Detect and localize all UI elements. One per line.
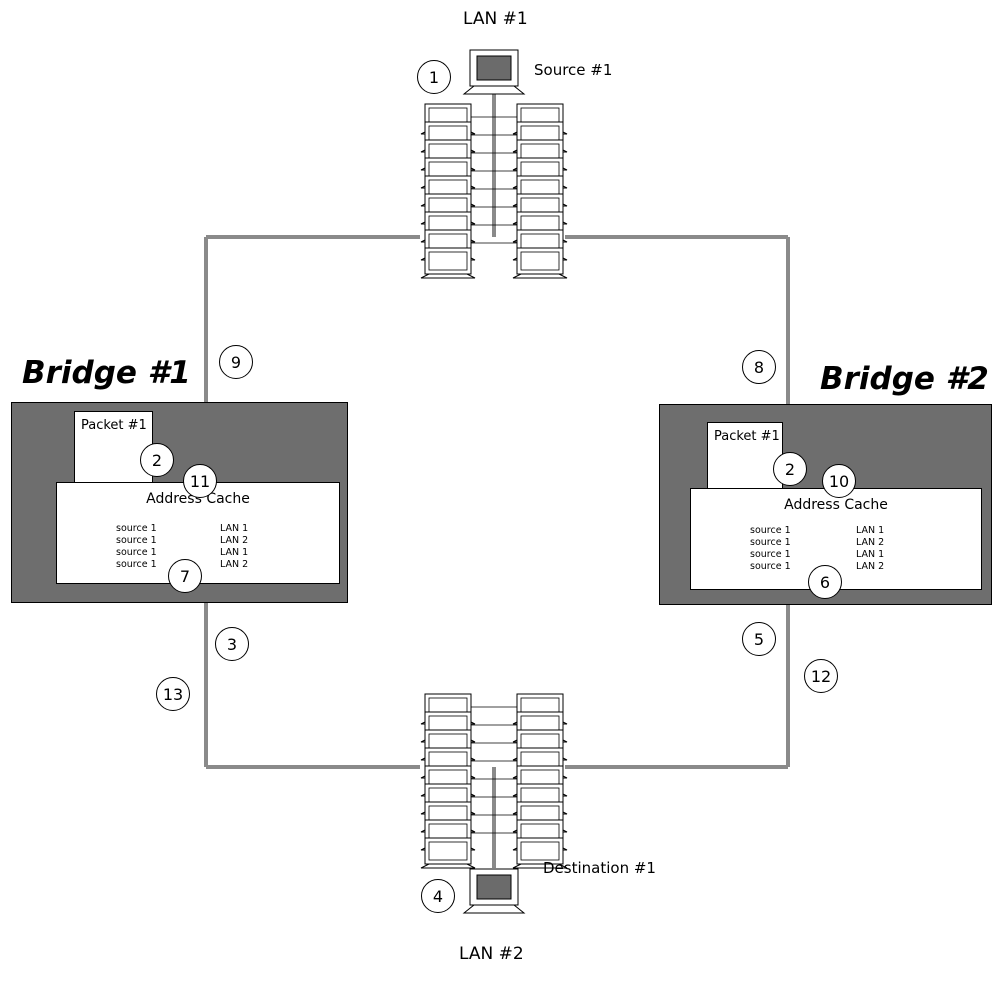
bridge1-box: Packet #1 Address Cache source 1 source …	[11, 402, 348, 603]
lan1-segment	[420, 103, 568, 279]
bridge2-packet: Packet #1	[707, 422, 783, 492]
bridge1-address-cache: Address Cache source 1 source 1 source 1…	[56, 482, 340, 584]
cache-entry-source: source 1	[116, 523, 157, 534]
cache-entry-source: source 1	[750, 537, 791, 548]
cache-entry-lan: LAN 1	[220, 523, 249, 534]
step-10-marker: 10	[822, 464, 856, 498]
hub-unit-base	[420, 273, 476, 279]
bridge2-cache-title: Address Cache	[784, 497, 888, 513]
step-12-marker: 12	[804, 659, 838, 693]
hub-unit-screen	[520, 841, 560, 861]
cache-entry-source: source 1	[116, 547, 157, 558]
cache-entry-source: source 1	[750, 525, 791, 536]
keyboard	[462, 904, 526, 914]
bridge1-cache-lans: LAN 1 LAN 2 LAN 1 LAN 2	[220, 523, 248, 571]
source-computer-icon	[462, 49, 526, 95]
lan2-label: LAN #2	[459, 944, 524, 964]
step-4-marker: 4	[421, 879, 455, 913]
step-6-marker: 6	[808, 565, 842, 599]
bridge2-cache-sources: source 1 source 1 source 1 source 1	[750, 525, 791, 573]
monitor-screen	[476, 874, 512, 900]
bridge1-packet-label: Packet #1	[81, 418, 147, 433]
step-3-marker: 3	[215, 627, 249, 661]
cache-entry-lan: LAN 1	[856, 549, 885, 560]
cache-entry-lan: LAN 2	[220, 559, 249, 570]
lan-ring	[204, 86, 790, 868]
step-2-marker-bridge1: 2	[140, 443, 174, 477]
step-8-marker: 8	[742, 350, 776, 384]
step-1-marker: 1	[417, 60, 451, 94]
cache-entry-lan: LAN 2	[856, 561, 885, 572]
cache-entry-lan: LAN 1	[220, 547, 249, 558]
bridge2-cache-lans: LAN 1 LAN 2 LAN 1 LAN 2	[856, 525, 884, 573]
step-9-marker: 9	[219, 345, 253, 379]
cache-entry-source: source 1	[116, 559, 157, 570]
step-13-marker: 13	[156, 677, 190, 711]
cache-entry-source: source 1	[750, 561, 791, 572]
hub-unit-screen	[428, 841, 468, 861]
hub-unit-base	[512, 273, 568, 279]
bridge1-title: Bridge #1	[22, 355, 191, 391]
cache-entry-lan: LAN 2	[220, 535, 249, 546]
step-5-marker: 5	[742, 622, 776, 656]
lan2-segment	[420, 693, 568, 869]
cache-entry-lan: LAN 1	[856, 525, 885, 536]
bridge1-cache-sources: source 1 source 1 source 1 source 1	[116, 523, 157, 571]
destination-label: Destination #1	[543, 859, 656, 877]
destination-computer-icon	[462, 868, 526, 914]
hub-unit-screen	[428, 251, 468, 271]
step-11-marker: 11	[183, 464, 217, 498]
monitor-screen	[476, 55, 512, 81]
step-7-marker: 7	[168, 559, 202, 593]
hub-unit-screen	[520, 251, 560, 271]
step-2-marker-bridge2: 2	[773, 452, 807, 486]
lan1-label: LAN #1	[463, 9, 528, 29]
cache-entry-source: source 1	[750, 549, 791, 560]
cache-entry-lan: LAN 2	[856, 537, 885, 548]
bridge2-packet-label: Packet #1	[714, 429, 780, 444]
source-label: Source #1	[534, 61, 613, 79]
cache-entry-source: source 1	[116, 535, 157, 546]
bridge2-title: Bridge #2	[820, 361, 989, 397]
bridge1-packet: Packet #1	[74, 411, 153, 488]
hub-unit-base	[420, 863, 476, 869]
bridge1-cache-title: Address Cache	[146, 491, 250, 507]
hub-unit-base	[512, 863, 568, 869]
keyboard	[462, 85, 526, 95]
